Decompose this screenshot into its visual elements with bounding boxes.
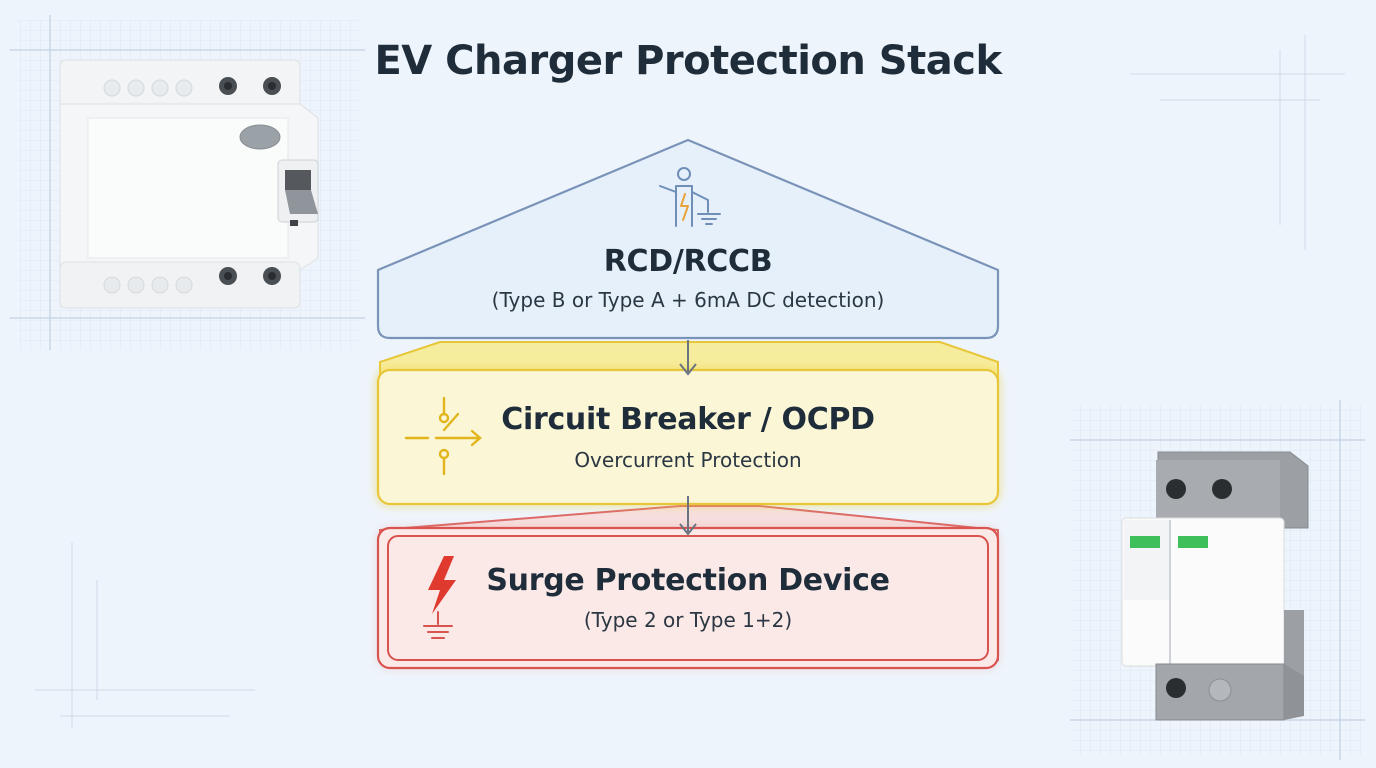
breaker-subtitle: Overcurrent Protection	[574, 448, 802, 472]
spd-title: Surge Protection Device	[486, 563, 890, 598]
spd-layer	[376, 505, 1000, 670]
page-title: EV Charger Protection Stack	[374, 38, 1002, 84]
spd-subtitle: (Type 2 or Type 1+2)	[583, 608, 793, 632]
arrow-rcd-to-breaker	[679, 340, 697, 376]
switch-breaker-icon	[404, 396, 482, 476]
guide-lines-top-right	[1130, 35, 1345, 250]
lightning-ground-icon	[423, 556, 456, 639]
rcd-layer	[376, 138, 1000, 340]
rcd-subtitle: (Type B or Type A + 6mA DC detection)	[491, 288, 885, 312]
person-shock-ground-icon	[659, 167, 721, 227]
breaker-title: Circuit Breaker / OCPD	[501, 402, 875, 437]
arrow-breaker-to-spd	[679, 496, 697, 536]
rcd-title: RCD/RCCB	[603, 244, 773, 279]
guide-lines-bottom-left	[35, 542, 255, 728]
